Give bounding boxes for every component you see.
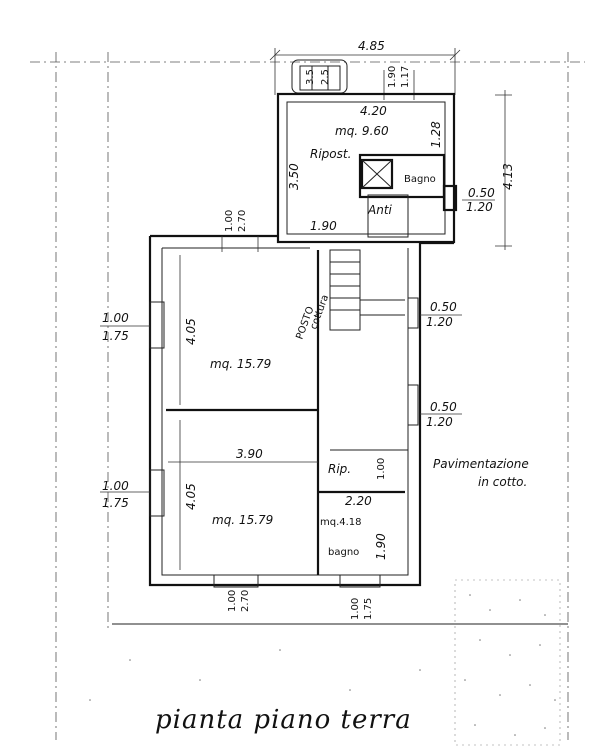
dim-win-270-bottom: 2.70	[237, 210, 248, 232]
dim-mid-right-win-1-bottom: 1.20	[426, 315, 453, 329]
dim-bagno2-width: 2.20	[345, 494, 372, 508]
bagno2-name: bagno	[328, 547, 359, 558]
right-window-2	[407, 384, 462, 426]
dim-top-window-a: 3.5	[305, 69, 316, 85]
room1-area: mq. 15.79	[210, 357, 271, 371]
dim-win-270-top: 1.00	[224, 210, 235, 232]
dim-rip-height: 1.00	[376, 458, 387, 480]
ripost-area: mq. 9.60	[335, 124, 389, 138]
bagno-top-walls	[358, 153, 458, 238]
ground-stipple	[89, 579, 561, 746]
plot-boundary	[30, 52, 585, 740]
dim-room2-width: 3.90	[236, 447, 263, 461]
dim-bottom-win-2-bottom: 1.75	[363, 598, 374, 620]
bottom-window-2	[339, 574, 381, 588]
dim-ripost-bottom: 1.90	[310, 219, 337, 233]
plan-title: pianta piano terra	[155, 705, 412, 735]
dim-left-win-2-top: 1.00	[102, 479, 129, 493]
dim-left-win-2-bottom: 1.75	[102, 496, 129, 510]
dim-top-window-c: 1.90	[387, 66, 398, 88]
dim-top-window-d: 1.17	[400, 66, 411, 88]
ripost-name: Ripost.	[310, 147, 351, 161]
bagno2-area: mq.4.18	[320, 517, 362, 528]
left-window-1	[100, 301, 165, 349]
dim-ripost-height: 3.50	[287, 163, 301, 190]
dim-right-height: 4.13	[501, 163, 515, 190]
dim-bottom-win-1-bottom: 2.70	[240, 590, 251, 612]
dim-left-win-1-bottom: 1.75	[102, 329, 129, 343]
dim-bagno2-height: 1.90	[374, 533, 388, 560]
dim-right-win-a-top: 0.50	[468, 186, 495, 200]
dim-bottom-win-1-top: 1.00	[227, 590, 238, 612]
dim-ripost-width: 4.20	[360, 104, 387, 118]
bottom-window-1	[213, 574, 259, 588]
flooring-note-2: in cotto.	[478, 475, 527, 489]
dim-left-win-1-top: 1.00	[102, 311, 129, 325]
right-dimension	[495, 90, 512, 250]
dim-room2-height: 4.05	[184, 483, 198, 510]
dim-top-window-b: 2.5	[320, 69, 331, 85]
dim-mid-right-win-2-bottom: 1.20	[426, 415, 453, 429]
stair	[329, 249, 405, 331]
dim-top-width: 4.85	[358, 39, 385, 53]
dim-room1-height: 4.05	[184, 318, 198, 345]
flooring-note-1: Pavimentazione	[433, 457, 529, 471]
top-dimension	[269, 48, 461, 95]
dim-mid-right-win-2-top: 0.50	[430, 400, 457, 414]
dim-bottom-win-2-top: 1.00	[350, 598, 361, 620]
right-window-1	[407, 297, 462, 329]
rip-name: Rip.	[328, 462, 351, 476]
dim-ripost-inner: 1.28	[429, 121, 443, 148]
room2-area: mq. 15.79	[212, 513, 273, 527]
left-window-2	[100, 469, 165, 517]
dim-mid-right-win-1-top: 0.50	[430, 300, 457, 314]
bagno-top-name: Bagno	[404, 174, 436, 185]
dim-right-win-a-bottom: 1.20	[466, 200, 493, 214]
anti-name: Anti	[367, 203, 393, 217]
